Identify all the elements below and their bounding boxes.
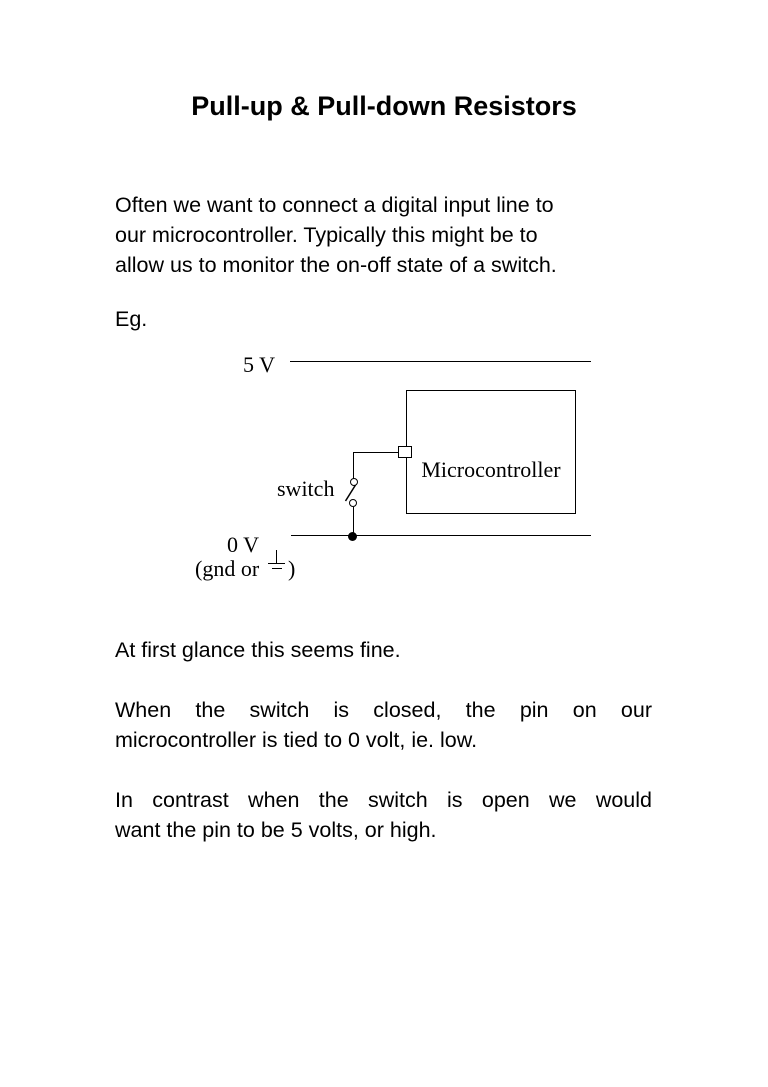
- junction-dot: [348, 532, 357, 541]
- paragraph-first-glance: At first glance this seems fine.: [115, 635, 652, 665]
- paragraph-line: want the pin to be 5 volts, or high.: [115, 818, 437, 842]
- pin-wire-vertical: [352, 452, 354, 479]
- paragraph-intro: Often we want to connect a digital input…: [115, 190, 652, 280]
- ground-sublabel-close: ): [288, 556, 296, 581]
- paragraph-line: our microcontroller. Typically this migh…: [115, 223, 538, 247]
- switch-label: switch: [277, 476, 335, 501]
- ground-bar-long: [268, 563, 285, 565]
- eg-label: Eg.: [115, 307, 148, 331]
- ground-bar-short: [271, 568, 282, 570]
- paragraph-line: allow us to monitor the on-off state of …: [115, 253, 557, 277]
- microcontroller-box: Microcontroller: [406, 390, 576, 514]
- microcontroller-label: Microcontroller: [421, 457, 561, 482]
- paragraph-line: microcontroller is tied to 0 volt, ie. l…: [115, 728, 478, 752]
- switch-bottom-contact: [349, 499, 357, 507]
- page-title: Pull-up & Pull-down Resistors: [191, 91, 577, 121]
- switch-ground-wire: [352, 507, 354, 536]
- ground-rail-wire: [291, 535, 591, 537]
- paragraph-line: In contrast when the switch is open we w…: [115, 788, 652, 812]
- ground-stem: [275, 550, 277, 563]
- mcu-input-pin: [398, 446, 412, 458]
- switch-top-contact: [350, 478, 358, 486]
- paragraph-switch-open: In contrast when the switch is open we w…: [115, 785, 652, 845]
- switch-lever: [344, 484, 357, 502]
- paragraph-line: When the switch is closed, the pin on ou…: [115, 698, 652, 722]
- earth-ground-icon: [268, 550, 285, 571]
- paragraph-line: Often we want to connect a digital input…: [115, 193, 554, 217]
- ground-voltage-label: 0 V: [227, 532, 259, 557]
- paragraph-line: At first glance this seems fine.: [115, 638, 401, 662]
- pin-wire-horizontal: [353, 452, 399, 454]
- supply-rail-wire: [290, 361, 591, 363]
- ground-sublabel-open: (gnd or: [195, 556, 260, 581]
- paragraph-switch-closed: When the switch is closed, the pin on ou…: [115, 695, 652, 755]
- supply-voltage-label: 5 V: [243, 352, 275, 377]
